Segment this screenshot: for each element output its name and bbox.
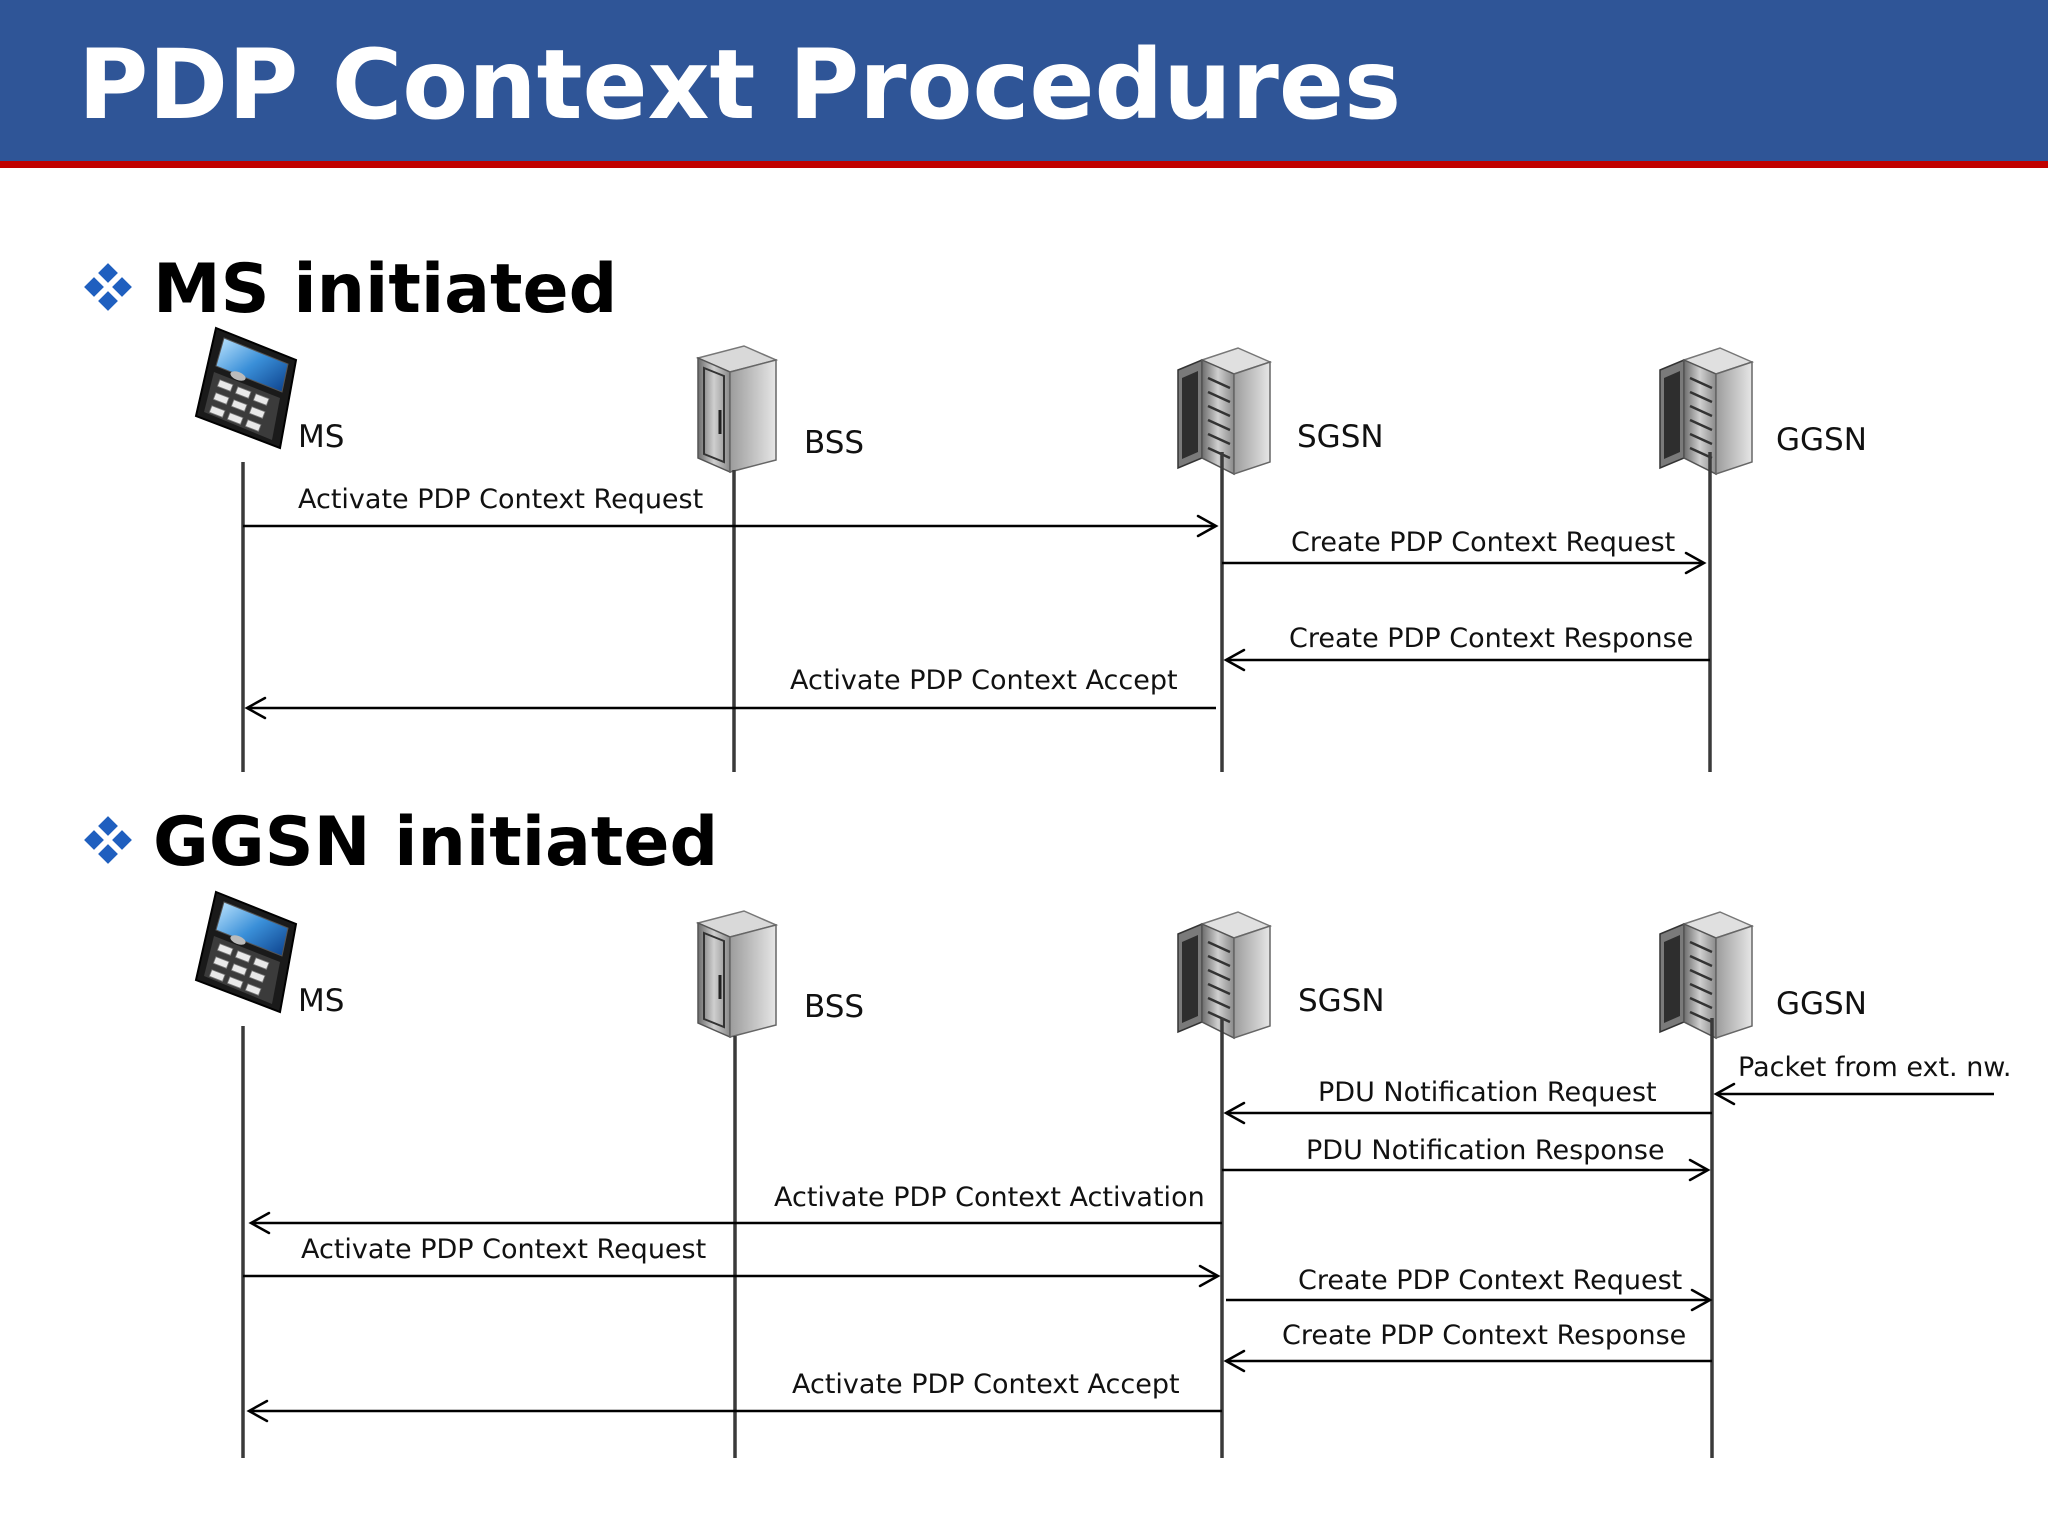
- node-label: BSS: [804, 989, 864, 1025]
- title-bar: [0, 0, 2048, 161]
- section-heading: GGSN initiated: [153, 803, 718, 882]
- message-activate-pdp-context-activation: Activate PDP Context Activation: [248, 1182, 1222, 1235]
- server-rack-icon: [1658, 346, 1754, 476]
- node-label: GGSN: [1776, 422, 1867, 458]
- server-rack-icon: [1176, 346, 1272, 476]
- mobile-phone-icon: [195, 327, 297, 449]
- message-label: Activate PDP Context Activation: [774, 1182, 1205, 1213]
- node-label: MS: [298, 983, 344, 1019]
- node-label: BSS: [804, 425, 864, 461]
- server-rack-icon: [1176, 910, 1272, 1040]
- cabinet-icon: [696, 344, 778, 474]
- message-label: Create PDP Context Response: [1289, 623, 1693, 654]
- message-label: PDU Notification Response: [1306, 1135, 1665, 1166]
- message-label: Activate PDP Context Accept: [792, 1369, 1180, 1400]
- message-label: Create PDP Context Request: [1298, 1265, 1682, 1296]
- message-create-pdp-context-request: Create PDP Context Request: [1222, 527, 1707, 575]
- diamond-cluster-icon: [84, 263, 132, 311]
- node-bss: BSS: [696, 909, 864, 1039]
- section-ggsn-initiated: GGSN initiated MS BSS SGSN GGSN Packet f…: [84, 803, 2012, 1458]
- node-sgsn: SGSN: [1176, 910, 1385, 1040]
- message-create-pdp-context-response: Create PDP Context Response: [1223, 623, 1710, 672]
- section-ms-initiated: MS initiated MS BSS SGSN GGSN Activate P…: [84, 250, 1867, 772]
- node-label: SGSN: [1298, 983, 1385, 1019]
- message-label: Activate PDP Context Request: [298, 484, 703, 515]
- node-ggsn: GGSN: [1658, 346, 1867, 476]
- message-pdu-notification-request: PDU Notification Request: [1223, 1077, 1712, 1125]
- node-label: GGSN: [1776, 986, 1867, 1022]
- message-label: Activate PDP Context Request: [301, 1234, 706, 1265]
- message-activate-pdp-context-accept: Activate PDP Context Accept: [246, 1369, 1222, 1423]
- message-create-pdp-context-response: Create PDP Context Response: [1223, 1320, 1712, 1373]
- node-ggsn: GGSN: [1658, 910, 1867, 1040]
- message-label: Activate PDP Context Accept: [790, 665, 1178, 696]
- external-source-label: Packet from ext. nw.: [1738, 1052, 2012, 1083]
- message-pdu-notification-response: PDU Notification Response: [1222, 1135, 1711, 1182]
- node-ms: MS: [195, 891, 344, 1019]
- cabinet-icon: [696, 909, 778, 1039]
- title-underline: [0, 161, 2048, 168]
- node-ms: MS: [195, 327, 344, 455]
- message-activate-pdp-context-request: Activate PDP Context Request: [243, 484, 1219, 538]
- message-activate-pdp-context-accept: Activate PDP Context Accept: [244, 665, 1216, 720]
- message-create-pdp-context-request: Create PDP Context Request: [1226, 1265, 1713, 1312]
- section-heading: MS initiated: [153, 250, 617, 329]
- message-label: Create PDP Context Response: [1282, 1320, 1686, 1351]
- server-rack-icon: [1658, 910, 1754, 1040]
- node-sgsn: SGSN: [1176, 346, 1384, 476]
- mobile-phone-icon: [195, 891, 297, 1013]
- node-label: SGSN: [1297, 419, 1384, 455]
- message-label: PDU Notification Request: [1318, 1077, 1657, 1108]
- message-label: Create PDP Context Request: [1291, 527, 1675, 558]
- diamond-cluster-icon: [84, 816, 132, 864]
- message-packet-from-ext-nw: Packet from ext. nw.: [1713, 1052, 2012, 1106]
- page-title: PDP Context Procedures: [78, 29, 1402, 141]
- node-bss: BSS: [696, 344, 864, 474]
- node-label: MS: [298, 419, 344, 455]
- message-activate-pdp-context-request: Activate PDP Context Request: [243, 1234, 1221, 1288]
